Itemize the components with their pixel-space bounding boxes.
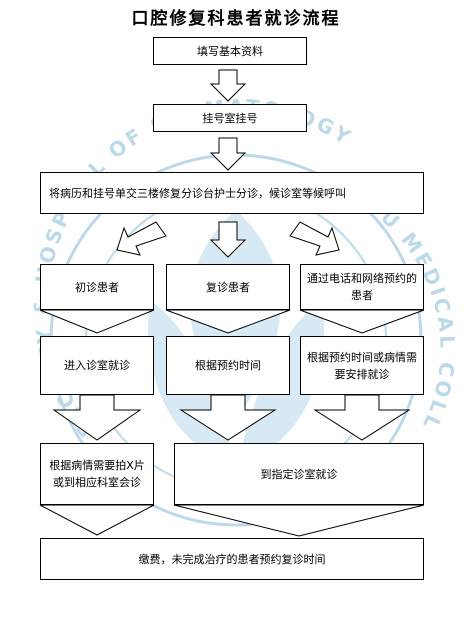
step-payment-label: 缴费，未完成治疗的患者预约复诊时间 [138, 552, 326, 566]
step-first-visit: 初诊患者 [40, 264, 154, 310]
arrow-triage-to-appt [289, 221, 340, 256]
step-appointment: 通过电话和网络预约的患者 [300, 264, 424, 310]
arrow-return-to-time [165, 309, 291, 334]
arrow-triage-to-return [209, 221, 247, 258]
step-return-visit: 复诊患者 [166, 264, 290, 310]
step-appointment-label: 通过电话和网络预约的患者 [307, 272, 417, 302]
step-register: 挂号室挂号 [153, 104, 307, 132]
arrow-xray-to-pay [39, 504, 155, 536]
step-fill-info: 填写基本资料 [153, 37, 307, 65]
step-go-to-room: 到指定诊室就诊 [174, 443, 424, 505]
arrow-triage-to-first [116, 221, 167, 256]
arrow-register-to-triage [209, 137, 247, 171]
arrow-enter-to-xray [52, 394, 142, 441]
step-fill-info-label: 填写基本资料 [197, 44, 263, 58]
step-enter-room: 进入诊室就诊 [40, 336, 154, 395]
step-return-visit-label: 复诊患者 [206, 280, 250, 294]
page-title: 口腔修复科患者就诊流程 [131, 9, 341, 29]
step-arrange-by-time: 根据预约时间或病情需要安排就诊 [300, 336, 424, 395]
step-triage: 将病历和挂号单交三楼修复分诊台护士分诊，候诊室等候呼叫 [40, 172, 424, 214]
arrow-appt-to-arrange [299, 309, 425, 334]
step-xray-consult: 根据病情需要拍X片或到相应科室会诊 [40, 443, 154, 505]
step-by-appointment-time-label: 根据预约时间 [195, 359, 261, 372]
step-enter-room-label: 进入诊室就诊 [64, 359, 130, 372]
arrow-fill-to-register [209, 69, 247, 102]
step-by-appointment-time: 根据预约时间 [166, 336, 290, 395]
step-arrange-by-time-label: 根据预约时间或病情需要安排就诊 [307, 350, 417, 381]
arrow-time-to-room [179, 394, 277, 441]
step-go-to-room-label: 到指定诊室就诊 [260, 467, 338, 481]
step-payment: 缴费，未完成治疗的患者预约复诊时间 [40, 538, 424, 580]
step-register-label: 挂号室挂号 [202, 111, 258, 125]
arrow-room-to-pay [173, 504, 425, 537]
step-xray-consult-label: 根据病情需要拍X片或到相应科室会诊 [49, 459, 145, 489]
arrow-first-to-enter [39, 309, 155, 334]
arrow-arrange-to-room [313, 394, 411, 441]
step-first-visit-label: 初诊患者 [75, 280, 119, 294]
step-triage-label: 将病历和挂号单交三楼修复分诊台护士分诊，候诊室等候呼叫 [49, 186, 346, 200]
